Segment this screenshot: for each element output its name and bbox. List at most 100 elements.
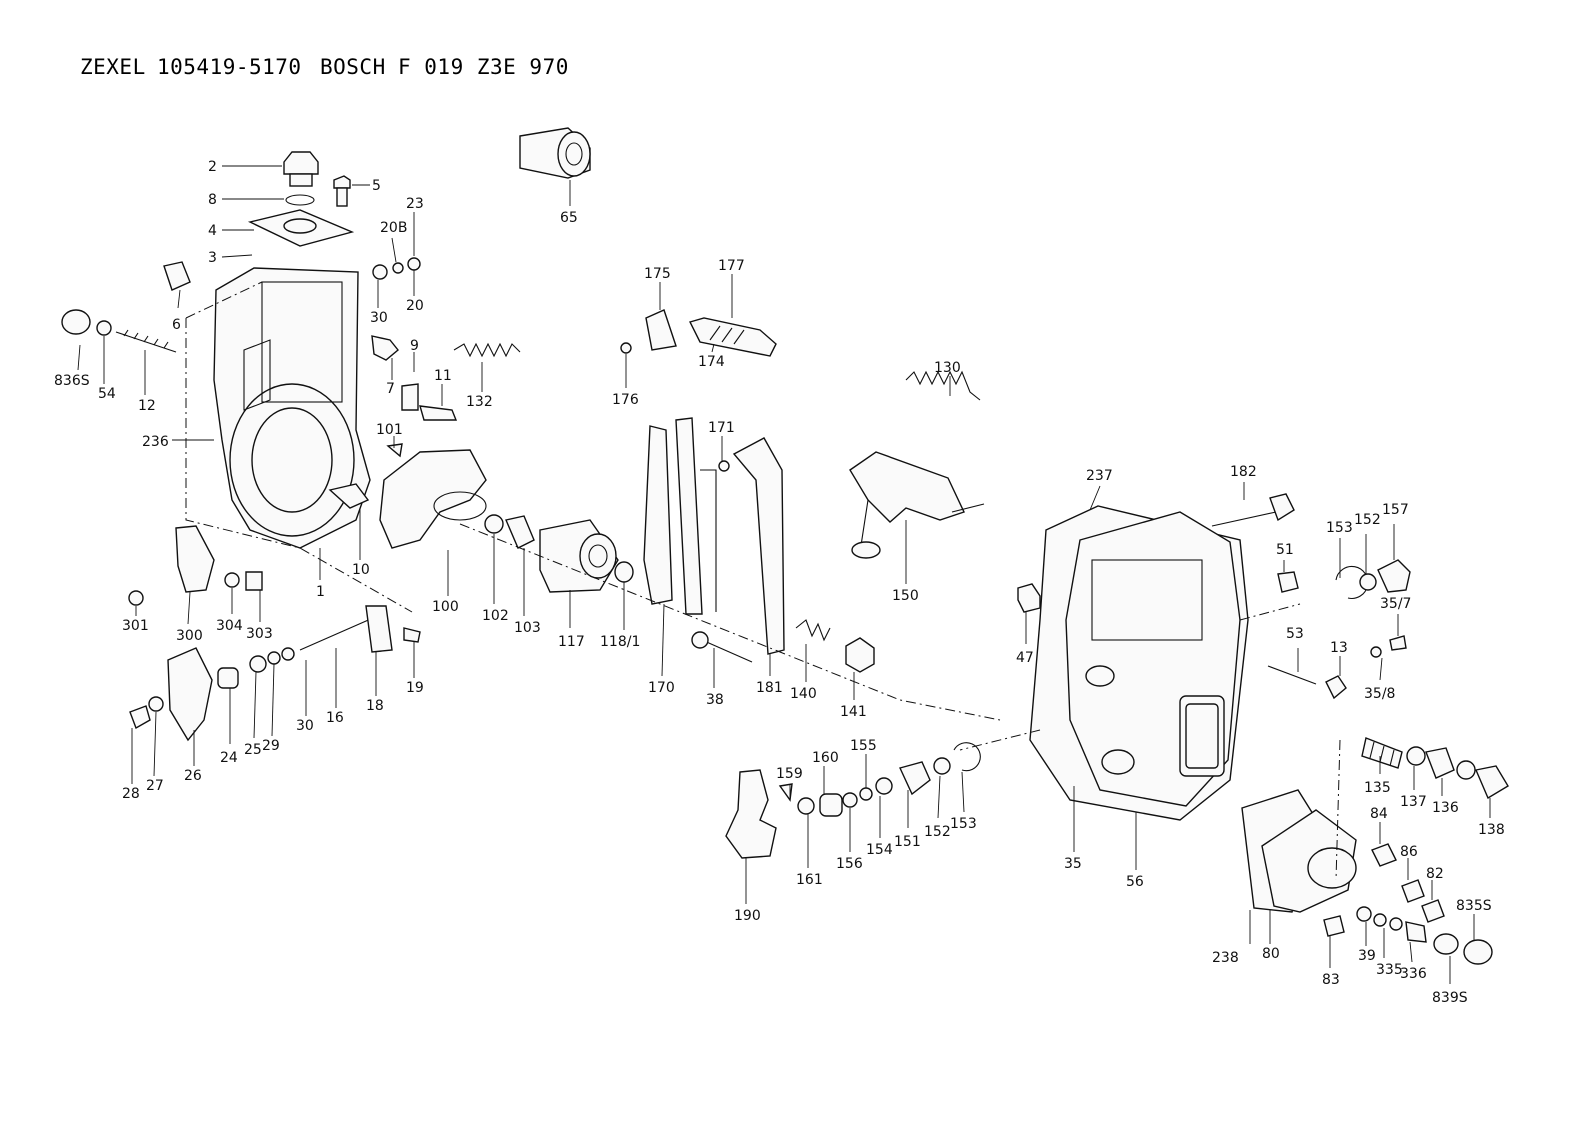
lever-181: [732, 437, 785, 655]
link-150: [849, 451, 965, 523]
part-label: 3: [208, 250, 217, 266]
part-label: 53: [1286, 626, 1304, 642]
part-label: 20B: [380, 220, 407, 236]
part-label: 175: [644, 266, 671, 282]
part-label: 153: [950, 816, 977, 832]
part-label: 160: [812, 750, 839, 766]
part-label: 132: [466, 394, 493, 410]
part-label: 103: [514, 620, 541, 636]
part-label: 16: [326, 710, 344, 726]
part-label: 177: [718, 258, 745, 274]
governor-housing-group: [61, 151, 634, 742]
part-label: 23: [406, 196, 424, 212]
part-label: 304: [216, 618, 243, 634]
part-label: 35: [1064, 856, 1082, 872]
part-label: 35/7: [1380, 596, 1411, 612]
part-label: 153: [1326, 520, 1353, 536]
part-label: 150: [892, 588, 919, 604]
part-label: 140: [790, 686, 817, 702]
part-label: 13: [1330, 640, 1348, 656]
part-label: 170: [648, 680, 675, 696]
pump-cover-group: [959, 493, 1509, 965]
part-label: 301: [122, 618, 149, 634]
part-label: 237: [1086, 468, 1113, 484]
part-label: 9: [410, 338, 419, 354]
part-label: 118/1: [600, 634, 640, 650]
part-label: 29: [262, 738, 280, 754]
header-brand-zexel: ZEXEL: [80, 55, 146, 79]
part-label: 82: [1426, 866, 1444, 882]
part-label: 54: [98, 386, 116, 402]
part-label: 300: [176, 628, 203, 644]
part-label: 20: [406, 298, 424, 314]
part-label: 836S: [54, 373, 90, 389]
part-label: 2: [208, 159, 217, 175]
part-label: 181: [756, 680, 783, 696]
part-label: 5: [372, 178, 381, 194]
part-label: 24: [220, 750, 238, 766]
part-label: 101: [376, 422, 403, 438]
part-label: 835S: [1456, 898, 1492, 914]
part-label: 176: [612, 392, 639, 408]
part-label: 51: [1276, 542, 1294, 558]
part-label: 56: [1126, 874, 1144, 890]
part-label: 159: [776, 766, 803, 782]
part-label: 8: [208, 192, 217, 208]
part-label: 84: [1370, 806, 1388, 822]
part-label: 47: [1016, 650, 1034, 666]
part-label: 161: [796, 872, 823, 888]
part-label: 30: [370, 310, 388, 326]
part-label: 6: [172, 317, 181, 333]
part-label: 80: [1262, 946, 1280, 962]
part-label: 35/8: [1364, 686, 1395, 702]
part-label: 137: [1400, 794, 1427, 810]
part-label: 152: [1354, 512, 1381, 528]
part-label: 39: [1358, 948, 1376, 964]
part-label: 136: [1432, 800, 1459, 816]
part-label: 86: [1400, 844, 1418, 860]
part-label: 152: [924, 824, 951, 840]
part-label: 171: [708, 420, 735, 436]
part-label: 83: [1322, 972, 1340, 988]
part-label: 1: [316, 584, 325, 600]
part-label: 11: [434, 368, 452, 384]
lever-group: [459, 127, 1001, 859]
part-label: 151: [894, 834, 921, 850]
lever-170: [643, 425, 673, 605]
part-label: 7: [386, 381, 395, 397]
part-label: 18: [366, 698, 384, 714]
part-label: 12: [138, 398, 156, 414]
header-bosch-number: F 019 Z3E 970: [398, 55, 569, 79]
part-label: 100: [432, 599, 459, 615]
part-label: 26: [184, 768, 202, 784]
part-label: 155: [850, 738, 877, 754]
part-label: 174: [698, 354, 725, 370]
part-label: 182: [1230, 464, 1257, 480]
part-label: 236: [142, 434, 169, 450]
part-label: 38: [706, 692, 724, 708]
lever-190: [725, 769, 777, 859]
part-label: 30: [296, 718, 314, 734]
part-labels: 2 8 5 23 20B 4 3 6 30 20 836S 54 12 9 7 …: [54, 159, 1505, 1006]
part-label: 141: [840, 704, 867, 720]
part-label: 65: [560, 210, 578, 226]
plug-screw: [283, 151, 319, 175]
part-label: 19: [406, 680, 424, 696]
part-label: 27: [146, 778, 164, 794]
part-label: 102: [482, 608, 509, 624]
plug-157: [1377, 559, 1411, 593]
leader-lines: [77, 165, 1491, 984]
part-label: 238: [1212, 950, 1239, 966]
part-label: 156: [836, 856, 863, 872]
part-label: 25: [244, 742, 262, 758]
part-label: 10: [352, 562, 370, 578]
part-label: 157: [1382, 502, 1409, 518]
part-label: 117: [558, 634, 585, 650]
part-label: 154: [866, 842, 893, 858]
part-label: 135: [1364, 780, 1391, 796]
flyweight-assembly: [379, 449, 487, 549]
part-label: 303: [246, 626, 273, 642]
header-zexel-number: 105419-5170: [157, 55, 302, 79]
part-label: 28: [122, 786, 140, 802]
